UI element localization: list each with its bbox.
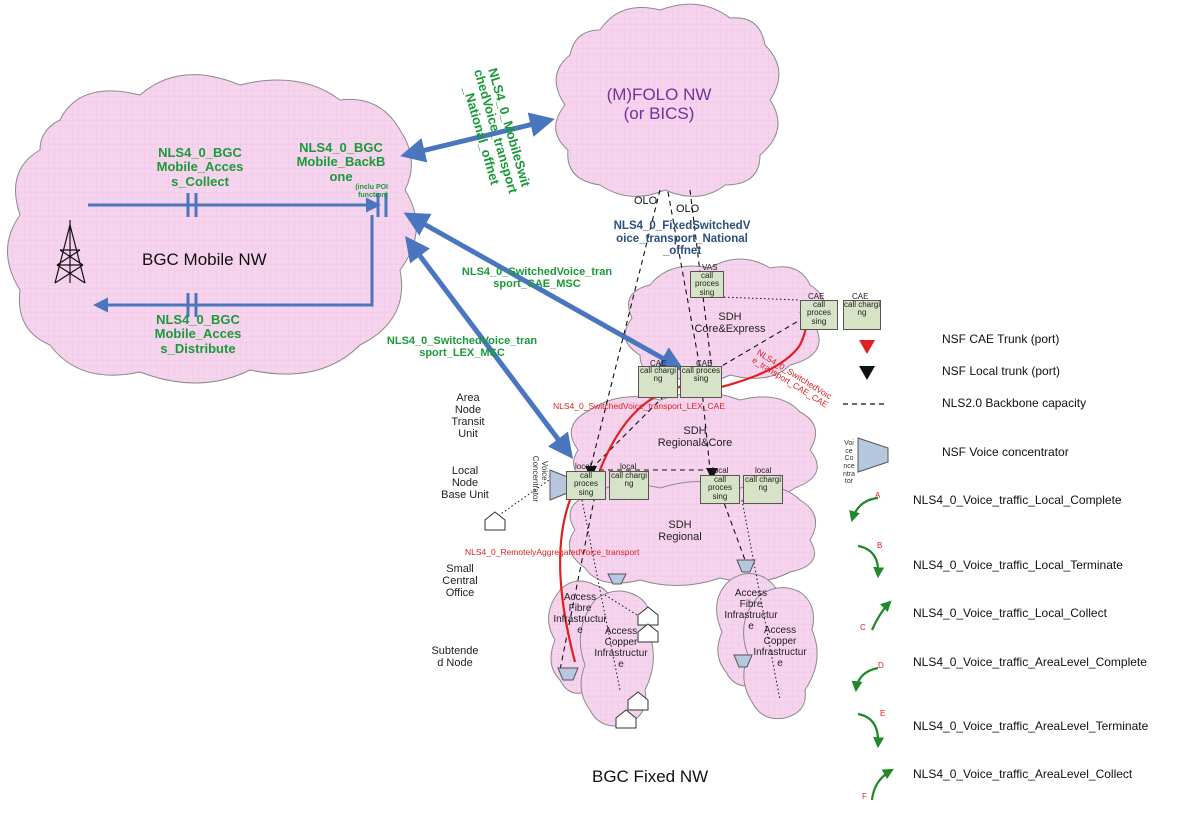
legend-traffic-arrows xyxy=(849,496,894,801)
mobile-nw-label: BGC Mobile NW xyxy=(142,250,267,269)
cae-caption-2: CAE xyxy=(852,292,869,301)
cae-caption-3: CAE xyxy=(650,359,667,368)
access-fibre-label-2: Access Fibre Infrastructur e xyxy=(724,588,778,632)
mobile-tower-icon xyxy=(54,220,86,284)
concentrator-legend-text: Voi ce Co nce ntra tor xyxy=(842,440,856,486)
cae-call-processing-box: call proces sing xyxy=(800,300,838,330)
folo-nw-label: (M)FOLO NW (or BICS) xyxy=(606,85,712,123)
lex-msc-label: NLS4_0_SwitchedVoice_tran sport_LEX_MSC xyxy=(386,335,538,360)
cae-caption-4: CAE xyxy=(696,359,713,368)
remote-label: NLS4_0_RemotelyAggregatedVoice_transport xyxy=(465,547,640,557)
collect-label: NLS4_0_BGC Mobile_Acces s_Collect xyxy=(156,145,244,189)
area-call-processing-box: call proces sing xyxy=(680,366,722,398)
fixed-nw-label: BGC Fixed NW xyxy=(592,767,709,786)
legend-backbone: NLS2.0 Backbone capacity xyxy=(942,396,1087,410)
dotted-links xyxy=(494,296,801,701)
access-copper-label-1: Access Copper Infrastructur e xyxy=(594,626,648,670)
svg-text:B: B xyxy=(877,541,882,550)
vas-caption: VAS xyxy=(702,263,718,272)
lex-cae-label: NLS4_0_SwitchedVoice_transport_LEX_CAE xyxy=(553,401,725,411)
folo-cloud xyxy=(555,3,780,197)
legend-traffic-letters: A B C D E F xyxy=(860,491,885,801)
legend-traffic-area-terminate: NLS4_0_Voice_traffic_AreaLevel_Terminate xyxy=(913,719,1149,733)
local-caption-3: local xyxy=(712,466,729,475)
small-central-office-label: Small Central Office xyxy=(442,563,478,600)
legend-traffic-local-complete: NLS4_0_Voice_traffic_Local_Complete xyxy=(913,493,1122,507)
backbone-label: NLS4_0_BGC Mobile_BackB one xyxy=(296,140,386,184)
subtended-node-label: Subtende d Node xyxy=(431,645,479,670)
local-call-processing-box-2: call proces sing xyxy=(700,475,740,504)
legend-local-trunk: NSF Local trunk (port) xyxy=(942,364,1061,378)
backbone-arrows xyxy=(400,112,685,459)
svg-text:D: D xyxy=(878,661,884,670)
access-copper-label-2: Access Copper Infrastructur e xyxy=(753,625,807,669)
sdh-regional-core-label: SDH Regional&Core xyxy=(657,425,733,450)
cae-call-charging-box: call chargi ng xyxy=(843,300,881,330)
local-call-processing-box-1: call proces sing xyxy=(566,471,606,500)
voice-concentrators xyxy=(549,469,756,681)
local-call-charging-box-1: call chargi ng xyxy=(609,471,649,500)
legend-symbols xyxy=(843,340,889,473)
fixed-switched-label: NLS4_0_FixedSwitchedV oice_transport_Nat… xyxy=(613,220,751,258)
svg-text:E: E xyxy=(880,709,885,718)
backbone-sub-label: (inclu POI function) xyxy=(355,184,388,199)
local-caption-4: local xyxy=(755,466,772,475)
concentrator-vertical-text-1: Voice Concentrator xyxy=(531,455,549,503)
area-node-label: Area Node Transit Unit xyxy=(451,392,485,441)
legend-traffic-local-terminate: NLS4_0_Voice_traffic_Local_Terminate xyxy=(913,558,1123,572)
port-marks xyxy=(186,193,388,317)
svg-text:F: F xyxy=(862,792,867,801)
olo-label-1: OLO xyxy=(634,195,658,207)
vas-call-processing-box: call proces sing xyxy=(690,271,724,298)
legend-traffic-area-collect: NLS4_0_Voice_traffic_AreaLevel_Collect xyxy=(913,767,1133,781)
legend-cae-trunk: NSF CAE Trunk (port) xyxy=(942,332,1060,346)
distribute-label: NLS4_0_BGC Mobile_Acces s_Distribute xyxy=(154,312,242,356)
cae-caption-1: CAE xyxy=(808,292,825,301)
local-caption-2: local xyxy=(620,462,637,471)
legend-traffic-area-complete: NLS4_0_Voice_traffic_AreaLevel_Complete xyxy=(913,655,1147,669)
house-icons xyxy=(484,511,659,729)
local-caption-1: local xyxy=(575,462,592,471)
svg-text:A: A xyxy=(875,491,881,500)
local-node-label: Local Node Base Unit xyxy=(441,465,489,502)
cae-msc-label: NLS4_0_SwitchedVoice_tran sport_CAE_MSC xyxy=(461,266,613,291)
olo-label-2: OLO xyxy=(676,203,700,215)
legend-concentrator: NSF Voice concentrator xyxy=(942,445,1069,459)
svg-text:C: C xyxy=(860,623,866,632)
sdh-core-label: SDH Core&Express xyxy=(694,311,766,336)
local-call-charging-box-2: call chargi ng xyxy=(743,475,783,504)
access-fibre-label-1: Access Fibre Infrastructur e xyxy=(553,592,607,636)
access-copper-cloud-1 xyxy=(579,590,654,727)
sdh-regional-label: SDH Regional xyxy=(658,519,702,544)
area-call-charging-box: call chargi ng xyxy=(638,366,678,398)
legend-traffic-local-collect: NLS4_0_Voice_traffic_Local_Collect xyxy=(913,606,1107,620)
